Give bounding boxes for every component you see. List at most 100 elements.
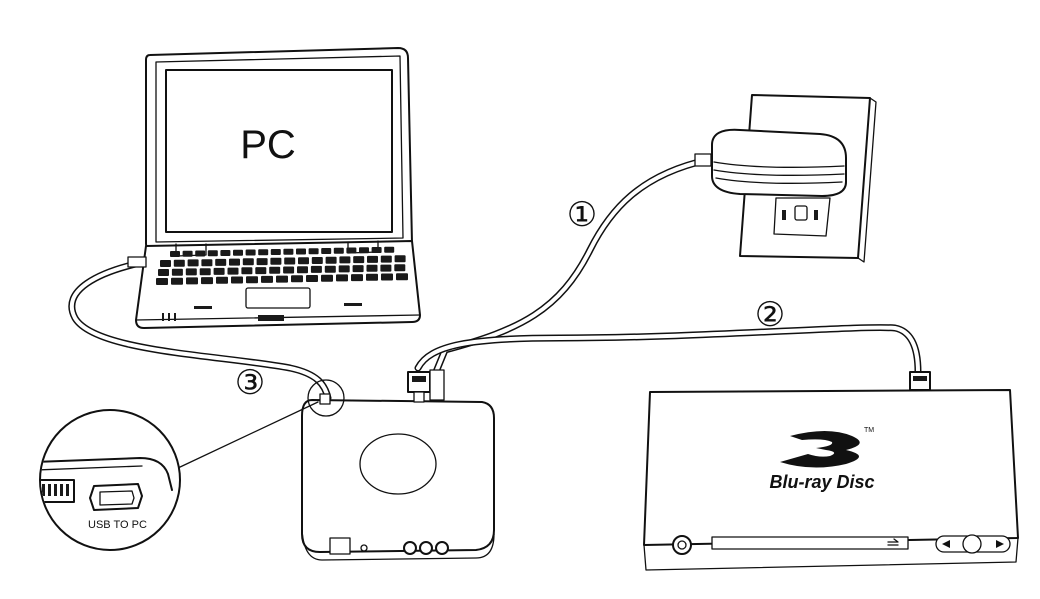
keyboard-key (367, 255, 378, 263)
keyboard-key (199, 268, 211, 276)
keyboard-key (324, 265, 336, 273)
keyboard-key (346, 247, 357, 254)
keyboard-key (216, 276, 228, 284)
keyboard-key (371, 247, 382, 253)
bluray-player: Blu-ray Disc TM (643, 371, 1019, 571)
keyboard-key (185, 268, 197, 276)
laptop-touchpad (245, 287, 311, 309)
port-pin (66, 484, 69, 496)
keyboard-key (187, 259, 199, 267)
keyboard-key (394, 264, 406, 272)
port-pin (42, 484, 45, 496)
keyboard-key (359, 247, 369, 254)
keyboard-key (182, 250, 193, 257)
keyboard-key (245, 249, 256, 256)
laptop-screen (165, 69, 393, 233)
keyboard-key (261, 275, 273, 283)
hdmi-cable (414, 324, 922, 376)
keyboard-key (220, 250, 231, 256)
pc-label: PC (240, 123, 296, 167)
keyboard-key (381, 273, 393, 281)
keyboard-key (339, 256, 351, 264)
drive-disc-lid (359, 433, 437, 495)
keyboard-key (311, 257, 323, 264)
keyboard-key (242, 258, 254, 266)
keyboard-key (233, 249, 243, 256)
keyboard-key (284, 257, 296, 265)
port-usb-label: USB TO PC (88, 519, 147, 531)
keyboard-key (366, 264, 378, 272)
step-number-2: ② (755, 296, 785, 334)
keyboard-key (291, 275, 303, 283)
keyboard-key (297, 266, 308, 274)
laptop-pc: PC (127, 47, 421, 329)
keyboard-key (186, 277, 198, 285)
keyboard-key (325, 256, 337, 264)
step-number-3: ③ (235, 364, 265, 402)
keyboard-key (351, 274, 363, 282)
keyboard-key (256, 258, 268, 266)
usb-plug-laptop (127, 256, 147, 268)
keyboard-key (160, 260, 171, 267)
keyboard-key (241, 267, 253, 275)
keyboard-key (195, 250, 206, 257)
keyboard-key (156, 278, 168, 285)
keyboard-key (310, 265, 322, 273)
keyboard-key (283, 266, 295, 274)
keyboard-key (338, 265, 350, 273)
keyboard-key (246, 276, 258, 284)
keyboard-key (213, 267, 225, 275)
keyboard-key (352, 265, 364, 273)
bluray-logo: Blu-ray Disc TM (769, 427, 874, 492)
port-pin (60, 484, 63, 496)
keyboard-key (171, 268, 183, 276)
keyboard-key (170, 251, 180, 257)
usb-port-highlight (307, 379, 345, 417)
port-pin (54, 484, 57, 496)
keyboard-key (231, 276, 243, 284)
keyboard-key (255, 267, 267, 275)
keyboard-key (227, 267, 239, 275)
keyboard-key (321, 248, 332, 254)
external-drive (301, 369, 495, 561)
keyboard-key (269, 266, 281, 274)
keyboard-key (380, 264, 392, 272)
keyboard-key (258, 249, 269, 256)
keyboard-key (173, 259, 185, 267)
power-button (672, 535, 692, 555)
keyboard-key (276, 275, 288, 283)
keyboard-key (298, 257, 309, 265)
keyboard-key (308, 248, 319, 255)
power-adapter (694, 128, 847, 197)
keyboard-key (201, 277, 213, 285)
keyboard-key (353, 256, 365, 264)
disc-tray (711, 536, 909, 550)
keyboard-key (229, 258, 240, 266)
port-pin (48, 484, 51, 496)
power-cable (432, 156, 711, 376)
keyboard-key (336, 274, 348, 282)
step-number-1: ① (567, 196, 597, 234)
keyboard-key (366, 273, 378, 281)
keyboard-key (171, 277, 183, 285)
keyboard-key (207, 250, 218, 257)
keyboard-key (283, 248, 294, 255)
bluray-logo-text: Blu-ray Disc (769, 472, 874, 492)
keyboard-key (270, 249, 281, 255)
keyboard-key (380, 255, 392, 263)
keyboard-key (333, 247, 344, 254)
keyboard-key (396, 273, 408, 281)
keyboard-key (201, 259, 213, 267)
bluray-tm: TM (864, 427, 874, 434)
port-pin (36, 484, 39, 496)
keyboard-key (321, 274, 333, 282)
usb-port-zoom-inset: UT USB TO PC (36, 401, 319, 551)
keyboard-key (158, 269, 169, 276)
keyboard-key (394, 255, 406, 263)
keyboard-key (270, 257, 282, 265)
keyboard-key (215, 258, 227, 266)
keyboard-key (306, 275, 318, 282)
keyboard-key (384, 246, 395, 253)
keyboard-key (296, 248, 306, 255)
